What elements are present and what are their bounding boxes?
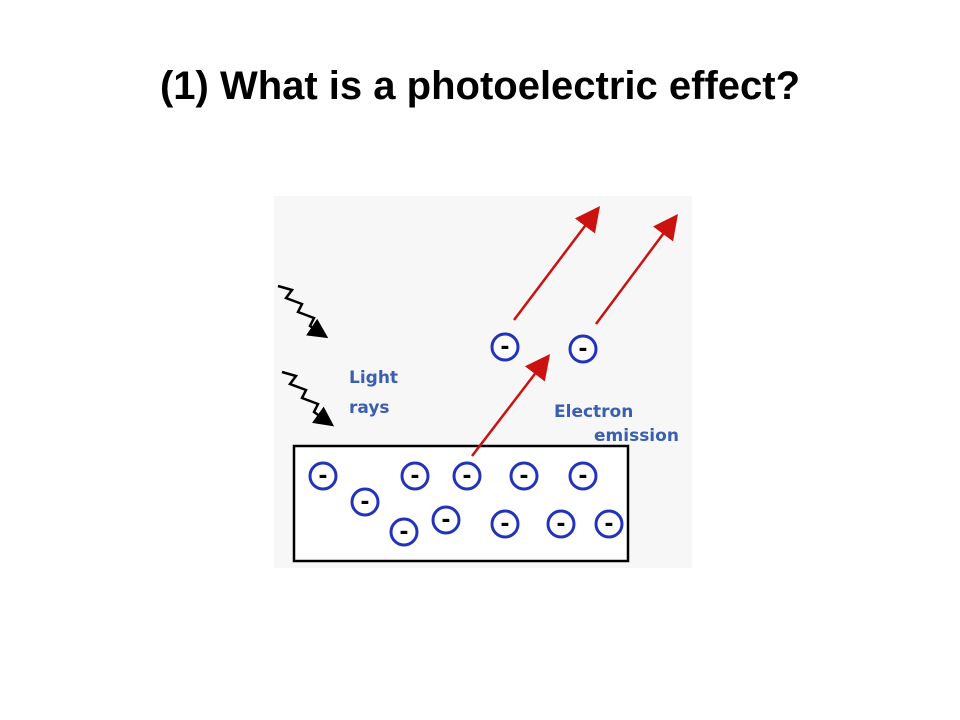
electron-metal: - [452,461,482,491]
electron-metal: - [490,509,520,539]
electron-sign: - [556,512,565,537]
electron-sign: - [318,464,327,489]
electron-metal: - [509,461,539,491]
electron-metal: - [389,517,419,547]
electron-metal: - [594,509,624,539]
light-rays-label-line1: Light [349,368,398,388]
electron-sign: - [462,464,471,489]
slide-title: (1) What is a photoelectric effect? [159,64,801,108]
electron-emitted-2: - [568,334,598,364]
electron-emission-label-line1: Electron [554,402,633,422]
electron-metal: - [308,461,338,491]
emission-arrow-2 [594,213,678,325]
emission-arrow-1 [513,206,601,321]
electron-metal: - [546,509,576,539]
electron-sign: - [604,512,613,537]
electron-sign: - [519,464,528,489]
electron-metal: - [350,487,380,517]
electron-emission-label-line2: emission [594,426,679,446]
electron-sign: - [500,335,509,360]
electron-sign: - [578,337,587,362]
electron-sign: - [441,508,450,533]
electron-metal: - [431,505,461,535]
electron-emitted-1: - [490,332,520,362]
electron-sign: - [360,490,369,515]
electron-sign: - [410,464,419,489]
electron-metal: - [400,461,430,491]
light-ray-2 [281,370,335,427]
electron-metal: - [568,461,598,491]
electron-sign: - [578,464,587,489]
electron-sign: - [399,520,408,545]
light-rays-label-line2: rays [349,398,390,418]
light-ray-1 [277,284,329,339]
emission-arrow-3 [471,354,551,457]
electron-sign: - [500,512,509,537]
